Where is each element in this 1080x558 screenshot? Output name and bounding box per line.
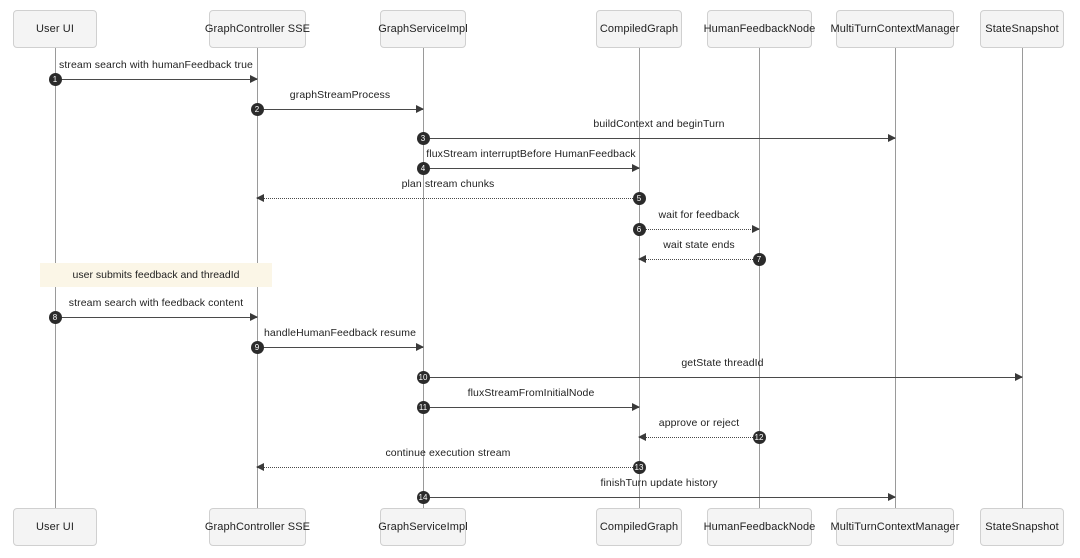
- message-line-7: [639, 259, 759, 260]
- message-line-12: [639, 437, 759, 438]
- message-10: getState threadId: [423, 357, 1023, 381]
- arrowhead-icon-3: [888, 134, 896, 142]
- message-line-10: [423, 377, 1022, 378]
- participant-footer-graph-controller-sse[interactable]: GraphController SSE: [205, 508, 310, 546]
- participant-footer-multi-turn-context-mgr[interactable]: MultiTurnContextManager: [830, 508, 959, 546]
- message-line-1: [55, 79, 257, 80]
- arrowhead-icon-4: [632, 164, 640, 172]
- message-line-5: [257, 198, 639, 199]
- participant-footer-compiled-graph[interactable]: CompiledGraph: [596, 508, 682, 546]
- message-label-9: handleHumanFeedback resume: [263, 327, 417, 339]
- lifeline-state-snapshot: [1022, 48, 1023, 508]
- participant-footer-human-feedback-node[interactable]: HumanFeedbackNode: [704, 508, 815, 546]
- sequence-badge-2: 2: [250, 102, 264, 116]
- message-3: buildContext and beginTurn: [423, 118, 896, 142]
- sequence-badge-6: 6: [632, 222, 646, 236]
- participant-header-state-snapshot[interactable]: StateSnapshot: [980, 10, 1064, 48]
- sequence-badge-13: 13: [632, 460, 646, 474]
- message-1: stream search with humanFeedback true: [55, 59, 258, 83]
- message-label-14: finishTurn update history: [600, 477, 718, 489]
- message-label-8: stream search with feedback content: [68, 297, 244, 309]
- participant-header-graph-service-impl[interactable]: GraphServiceImpl: [378, 10, 468, 48]
- lifeline-human-feedback-node: [759, 48, 760, 508]
- message-11: fluxStreamFromInitialNode: [423, 387, 640, 411]
- message-4: fluxStream interruptBefore HumanFeedback: [423, 148, 640, 172]
- note-note-user-feedback: user submits feedback and threadId: [40, 263, 272, 287]
- arrowhead-icon-12: [638, 433, 646, 441]
- participant-header-human-feedback-node[interactable]: HumanFeedbackNode: [704, 10, 815, 48]
- message-line-8: [55, 317, 257, 318]
- participant-header-user-ui[interactable]: User UI: [13, 10, 97, 48]
- sequence-badge-5: 5: [632, 191, 646, 205]
- message-13: continue execution stream: [256, 447, 639, 471]
- arrowhead-icon-11: [632, 403, 640, 411]
- sequence-badge-12: 12: [752, 430, 766, 444]
- message-7: wait state ends: [638, 239, 759, 263]
- participant-header-multi-turn-context-mgr[interactable]: MultiTurnContextManager: [830, 10, 959, 48]
- message-line-4: [423, 168, 639, 169]
- message-2: graphStreamProcess: [257, 89, 424, 113]
- sequence-badge-3: 3: [416, 131, 430, 145]
- message-label-13: continue execution stream: [385, 447, 511, 459]
- message-label-5: plan stream chunks: [401, 178, 495, 190]
- message-line-3: [423, 138, 895, 139]
- message-line-14: [423, 497, 895, 498]
- sequence-badge-10: 10: [416, 370, 430, 384]
- message-label-3: buildContext and beginTurn: [593, 118, 725, 130]
- participant-footer-graph-service-impl[interactable]: GraphServiceImpl: [378, 508, 468, 546]
- sequence-badge-11: 11: [416, 400, 430, 414]
- message-5: plan stream chunks: [256, 178, 639, 202]
- message-line-2: [257, 109, 423, 110]
- message-label-11: fluxStreamFromInitialNode: [467, 387, 595, 399]
- lifeline-multi-turn-context-mgr: [895, 48, 896, 508]
- arrowhead-icon-7: [638, 255, 646, 263]
- message-label-1: stream search with humanFeedback true: [59, 59, 253, 71]
- arrowhead-icon-5: [256, 194, 264, 202]
- message-label-4: fluxStream interruptBefore HumanFeedback: [426, 148, 636, 160]
- arrowhead-icon-10: [1015, 373, 1023, 381]
- participant-header-compiled-graph[interactable]: CompiledGraph: [596, 10, 682, 48]
- arrowhead-icon-1: [250, 75, 258, 83]
- sequence-badge-7: 7: [752, 252, 766, 266]
- message-line-11: [423, 407, 639, 408]
- arrowhead-icon-9: [416, 343, 424, 351]
- participant-footer-user-ui[interactable]: User UI: [13, 508, 97, 546]
- message-6: wait for feedback: [639, 209, 760, 233]
- message-label-10: getState threadId: [681, 357, 764, 369]
- message-8: stream search with feedback content: [55, 297, 258, 321]
- message-14: finishTurn update history: [423, 477, 896, 501]
- arrowhead-icon-8: [250, 313, 258, 321]
- lifeline-compiled-graph: [639, 48, 640, 508]
- message-label-7: wait state ends: [663, 239, 735, 251]
- arrowhead-icon-13: [256, 463, 264, 471]
- arrowhead-icon-2: [416, 105, 424, 113]
- arrowhead-icon-6: [752, 225, 760, 233]
- arrowhead-icon-14: [888, 493, 896, 501]
- message-label-2: graphStreamProcess: [289, 89, 391, 101]
- sequence-badge-1: 1: [48, 72, 62, 86]
- sequence-badge-8: 8: [48, 310, 62, 324]
- message-line-6: [639, 229, 759, 230]
- message-line-9: [257, 347, 423, 348]
- lifeline-graph-service-impl: [423, 48, 424, 508]
- participant-footer-state-snapshot[interactable]: StateSnapshot: [980, 508, 1064, 546]
- participant-header-graph-controller-sse[interactable]: GraphController SSE: [205, 10, 310, 48]
- message-9: handleHumanFeedback resume: [257, 327, 424, 351]
- message-label-12: approve or reject: [658, 417, 740, 429]
- sequence-badge-9: 9: [250, 340, 264, 354]
- message-label-6: wait for feedback: [658, 209, 740, 221]
- message-line-13: [257, 467, 639, 468]
- sequence-badge-14: 14: [416, 490, 430, 504]
- message-12: approve or reject: [638, 417, 759, 441]
- sequence-badge-4: 4: [416, 161, 430, 175]
